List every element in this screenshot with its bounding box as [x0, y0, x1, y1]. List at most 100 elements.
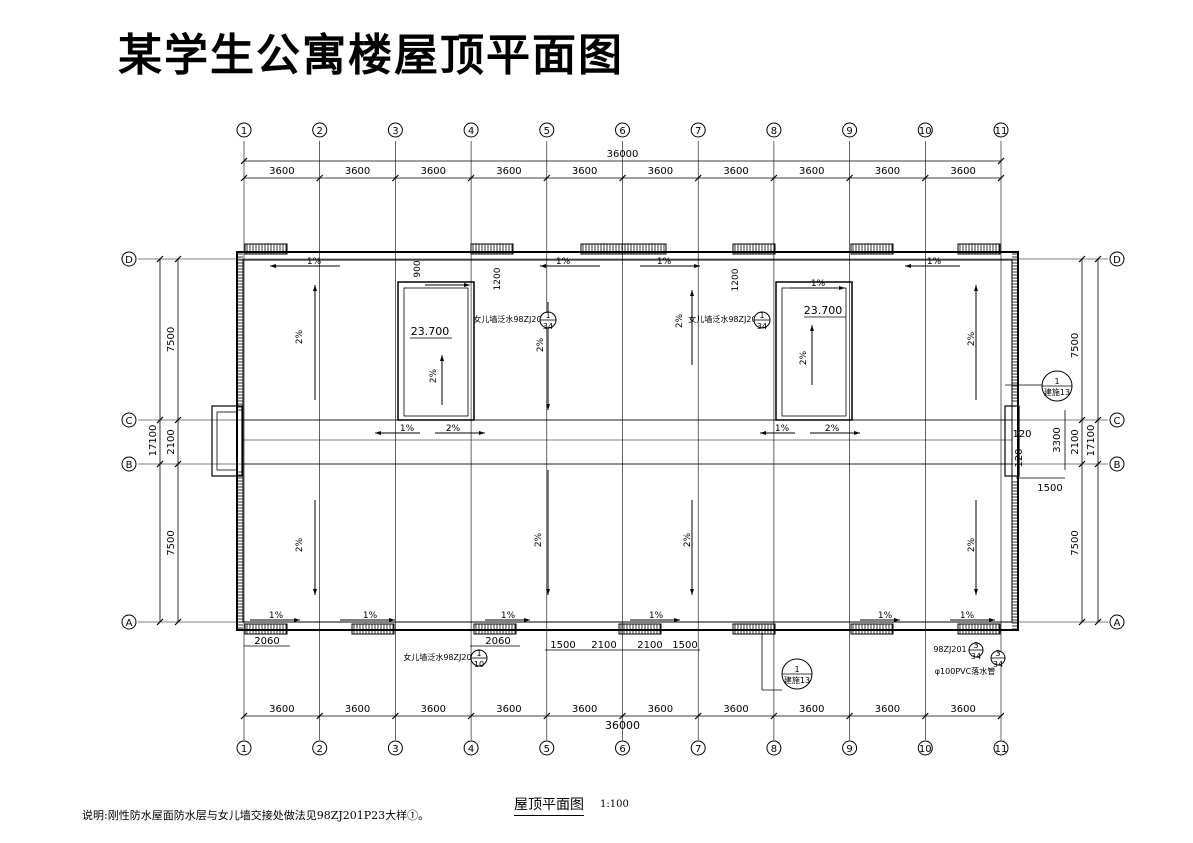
axis-bubble-top-8	[766, 122, 782, 138]
dim-tick	[543, 174, 551, 182]
slope-arrow-7-head	[313, 589, 317, 595]
axis-label-left-D: D	[125, 255, 133, 266]
dim-stair-1200-left: 1200	[493, 267, 503, 290]
axis-bubble-right-C	[1109, 412, 1125, 428]
axis-label-bottom-9: 9	[846, 744, 852, 755]
axis-bubble-bottom-4	[463, 740, 479, 756]
axis-bubble-top-9	[842, 122, 858, 138]
parapet-inner	[242, 259, 1013, 623]
dim-left-2100: 2100	[166, 429, 177, 454]
axis-bubble-top-7	[690, 122, 706, 138]
axis-label-top-7: 7	[695, 126, 701, 137]
top-vent-4	[850, 243, 894, 255]
bottom-vent-4	[732, 623, 776, 635]
slope-arrow-mid-4-head	[854, 431, 860, 435]
slope-arrow-5-head	[810, 325, 814, 331]
slope-arrow-10-head	[974, 589, 978, 595]
dim-2100-left: 2100	[591, 640, 616, 651]
bottom-vent-1	[351, 623, 395, 635]
top-vent-3	[732, 243, 776, 255]
bottom-vent-3	[618, 623, 662, 635]
axis-label-top-4: 4	[468, 126, 474, 137]
axis-bubble-bottom-3	[387, 740, 403, 756]
dim-tick	[543, 712, 551, 720]
axis-label-bottom-11: 11	[995, 744, 1008, 755]
callout-left-bottom: 34	[543, 322, 553, 331]
axis-label-top-1: 1	[241, 126, 247, 137]
callout-bottom-top: 1	[476, 649, 481, 658]
downpipe-note: φ100PVC落水管	[935, 666, 995, 676]
slope-label: 2%	[295, 329, 305, 344]
axis-label-bottom-1: 1	[241, 744, 247, 755]
slope-label: 1%	[649, 611, 664, 621]
axis-bubble-right-D	[1109, 251, 1125, 267]
callout-bottom-right-3-top: 3	[995, 649, 1000, 658]
dim-bay-bottom-label: 3600	[723, 704, 748, 715]
dim-bay-top-label: 3600	[421, 166, 446, 177]
bottom-vent-5	[850, 623, 894, 635]
dim-tick	[316, 712, 324, 720]
axis-bubble-bottom-10	[917, 740, 933, 756]
axis-label-bottom-3: 3	[392, 744, 398, 755]
slope-label: 1%	[811, 279, 826, 289]
bottom-vent-0	[244, 623, 288, 635]
dim-right-7500-bottom: 7500	[1070, 530, 1081, 555]
axis-bubble-left-C	[121, 412, 137, 428]
slope-label: 2%	[825, 424, 840, 434]
callout-bottom-right-2-bottom: 34	[971, 652, 981, 661]
dim-tick	[770, 712, 778, 720]
dim-tick	[174, 460, 182, 468]
axis-bubble-bottom-7	[690, 740, 706, 756]
slope-arrow-bot-5-head	[894, 618, 900, 622]
slope-arrow-2-head	[440, 355, 444, 361]
axis-label-top-11: 11	[995, 126, 1008, 137]
dim-2060-mid: 2060	[485, 636, 510, 647]
axis-bubble-right-B	[1109, 456, 1125, 472]
dim-tick	[156, 618, 164, 626]
slope-label: 2%	[967, 537, 977, 552]
slope-label: 2%	[799, 350, 809, 365]
axis-bubble-top-3	[387, 122, 403, 138]
slope-arrow-top-4-head	[905, 264, 911, 268]
slope-arrow-3-head	[546, 404, 550, 410]
callout-bottom-right-2-top: 3	[973, 641, 978, 650]
dim-bay-top-label: 3600	[950, 166, 975, 177]
slope-label: 2%	[446, 424, 461, 434]
slope-label: 1%	[400, 424, 415, 434]
dim-left-7500-top: 7500	[166, 327, 177, 352]
dim-tick	[1078, 618, 1086, 626]
slope-label: 1%	[878, 611, 893, 621]
callout-bottom-right-3-bottom: 34	[993, 660, 1003, 669]
dim-tick	[316, 174, 324, 182]
right-projection	[1004, 405, 1020, 477]
dim-bay-bottom-label: 3600	[875, 704, 900, 715]
axis-label-bottom-8: 8	[771, 744, 777, 755]
dim-right-17100: 17100	[1086, 425, 1097, 457]
axis-bubble-top-2	[312, 122, 328, 138]
stair-tower-left-inner	[403, 287, 469, 417]
outlet-note-left: 女儿墙泛水98ZJ201	[473, 314, 546, 324]
dim-tick	[1078, 255, 1086, 263]
dim-tick	[846, 712, 854, 720]
outlet-note-right: 女儿墙泛水98ZJ201	[688, 314, 761, 324]
dim-tick	[467, 174, 475, 182]
drawing-title: 某学生公寓楼屋顶平面图	[118, 30, 624, 81]
dim-1500-left: 1500	[550, 640, 575, 651]
dim-tick	[467, 712, 475, 720]
dim-tick	[240, 157, 248, 165]
dim-tick	[1094, 255, 1102, 263]
slope-label: 2%	[429, 368, 439, 383]
top-vent-5	[957, 243, 1001, 255]
dim-total-bottom-label: 36000	[605, 719, 640, 732]
dim-tick	[240, 174, 248, 182]
dim-stair-1200-right: 1200	[731, 268, 741, 291]
dim-bay-top-label: 3600	[345, 166, 370, 177]
axis-label-top-8: 8	[771, 126, 777, 137]
axis-label-bottom-10: 10	[919, 744, 932, 755]
dim-tick	[921, 712, 929, 720]
dim-bay-top-label: 3600	[648, 166, 673, 177]
slope-label: 1%	[927, 257, 942, 267]
callout-right-bottom: 34	[757, 322, 767, 331]
callout-side-right-bottom: 建施13	[1044, 387, 1070, 397]
dim-tick	[997, 157, 1005, 165]
